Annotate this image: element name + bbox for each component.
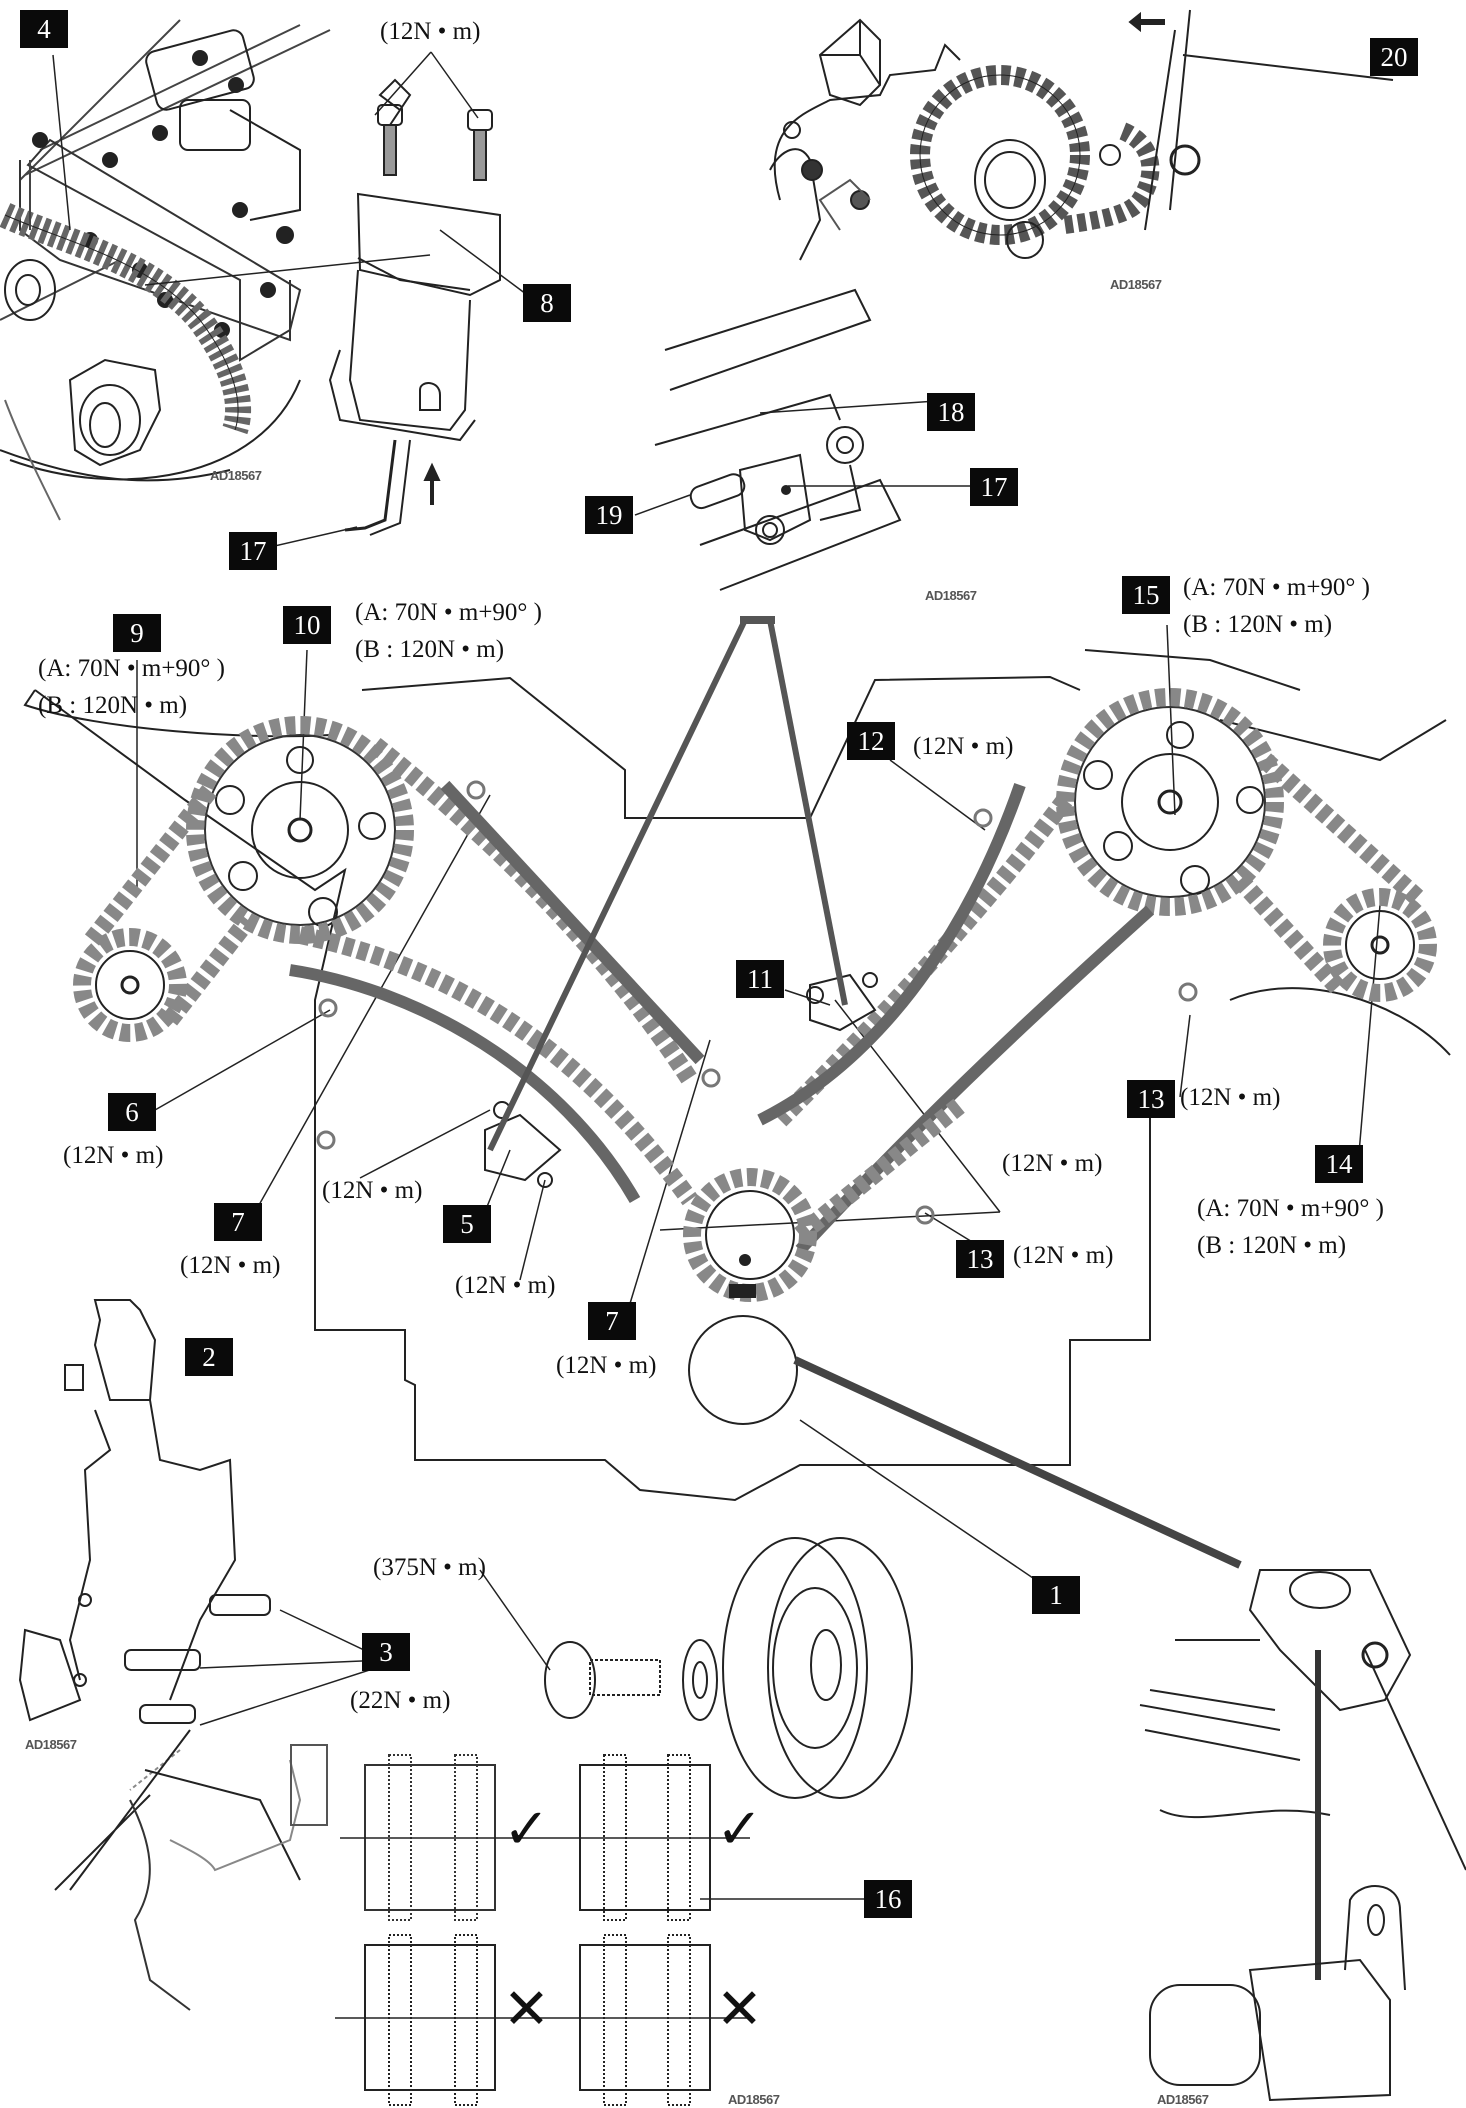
check-mark-icon: ✓ (716, 1799, 763, 1861)
torque-spec-11: (12N • m) (1002, 1150, 1103, 1177)
cross-mark-icon: ✕ (503, 1979, 550, 2041)
callout-20: 20 (1370, 38, 1418, 76)
callout-17: 17 (970, 468, 1018, 506)
torque-spec-7a: (12N • m) (180, 1252, 281, 1279)
figure-code: AD18567 (210, 468, 262, 483)
callout-5: 5 (443, 1205, 491, 1243)
torque-spec-9a: (A: 70N • m+90° ) (38, 655, 225, 682)
inset-cam-tool (1139, 1569, 1466, 2102)
figure-code: AD18567 (25, 1737, 77, 1752)
sprocket-alignment (54, 1729, 750, 2106)
torque-spec-top-bolts: (12N • m) (380, 18, 481, 45)
crank-pulley-assembly (544, 1537, 913, 1799)
cross-mark-icon: ✕ (716, 1979, 763, 2041)
callout-13: 13 (1127, 1080, 1175, 1118)
callout-12: 12 (847, 722, 895, 760)
left-camshaft-sprocket (73, 716, 721, 1206)
torque-spec-3: (22N • m) (350, 1687, 451, 1714)
oil-pump-bracket (18, 1299, 271, 1791)
torque-spec-6: (12N • m) (63, 1142, 164, 1169)
figure-code: AD18567 (1157, 2092, 1209, 2107)
torque-spec-12: (12N • m) (913, 733, 1014, 760)
check-mark-icon: ✓ (503, 1799, 550, 1861)
torque-spec-7b: (12N • m) (556, 1352, 657, 1379)
torque-spec-5b: (12N • m) (455, 1272, 556, 1299)
inset-cylinder-head (0, 19, 331, 521)
callout-8: 8 (523, 284, 571, 322)
callout-1: 1 (1032, 1576, 1080, 1614)
torque-spec-14b: (B : 120N • m) (1197, 1232, 1347, 1259)
callout-6: 6 (108, 1093, 156, 1131)
figure-code: AD18567 (1110, 277, 1162, 292)
torque-spec-14a: (A: 70N • m+90° ) (1197, 1195, 1384, 1222)
inset-guide-rail (654, 288, 902, 591)
crank-pulley-bore (688, 1315, 1242, 1569)
engine-block-outline (23, 649, 1451, 1502)
inset-cam-sprocket (769, 9, 1394, 261)
callout-19: 19 (585, 496, 633, 534)
torque-spec-crank-bolt: (375N • m) (373, 1554, 486, 1581)
torque-spec-9b: (B : 120N • m) (38, 692, 188, 719)
callout-11: 11 (736, 960, 784, 998)
torque-spec-5a: (12N • m) (322, 1177, 423, 1204)
torque-spec-15b: (B : 120N • m) (1183, 611, 1333, 638)
callout-18: 18 (927, 393, 975, 431)
inset-tensioner (328, 78, 501, 536)
crankshaft-sprocket (683, 1098, 966, 1302)
callout-7: 7 (214, 1203, 262, 1241)
figure-code: AD18567 (925, 588, 977, 603)
torque-spec-13a: (12N • m) (1180, 1084, 1281, 1111)
callout-17: 17 (229, 532, 277, 570)
callout-10: 10 (283, 606, 331, 644)
callout-3: 3 (362, 1633, 410, 1671)
callout-15: 15 (1122, 576, 1170, 614)
callout-9: 9 (113, 614, 161, 652)
callout-14: 14 (1315, 1145, 1363, 1183)
callout-7: 7 (588, 1302, 636, 1340)
torque-spec-10b: (B : 120N • m) (355, 636, 505, 663)
callout-4: 4 (20, 10, 68, 48)
callout-2: 2 (185, 1338, 233, 1376)
torque-spec-15a: (A: 70N • m+90° ) (1183, 574, 1370, 601)
leader-lines (52, 51, 1381, 1900)
torque-spec-13b: (12N • m) (1013, 1242, 1114, 1269)
detail-pointer-lines (487, 616, 848, 1152)
callout-16: 16 (864, 1880, 912, 1918)
callout-13: 13 (956, 1240, 1004, 1278)
torque-spec-10a: (A: 70N • m+90° ) (355, 599, 542, 626)
figure-code: AD18567 (728, 2092, 780, 2107)
right-camshaft-sprocket (757, 688, 1437, 1255)
